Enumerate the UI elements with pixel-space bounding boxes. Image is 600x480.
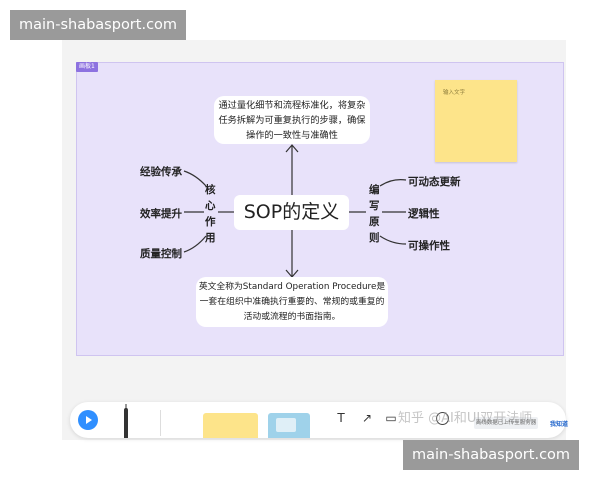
text-tool-icon[interactable]: T bbox=[337, 411, 345, 425]
central-topic[interactable]: SOP的定义 bbox=[234, 195, 349, 230]
left-branch-char: 用 bbox=[205, 232, 216, 244]
image-tool-icon[interactable] bbox=[268, 413, 310, 438]
site-watermark-top: main-shabasport.com bbox=[10, 10, 187, 40]
left-branch-char: 作 bbox=[205, 216, 216, 228]
right-branch-char: 编 bbox=[369, 184, 380, 196]
left-branch-char: 心 bbox=[205, 200, 216, 212]
pen-tool-icon[interactable] bbox=[124, 408, 128, 438]
right-item-logical[interactable]: 逻辑性 bbox=[408, 208, 440, 220]
sticky-note[interactable]: 输入文字 bbox=[435, 80, 517, 162]
toolbar-divider bbox=[160, 410, 161, 436]
right-branch-char: 写 bbox=[369, 200, 380, 212]
left-branch-char: 核 bbox=[205, 184, 216, 196]
left-item-quality[interactable]: 质量控制 bbox=[140, 248, 182, 260]
artboard-tag[interactable]: 画板1 bbox=[76, 62, 98, 72]
emoji-icon[interactable] bbox=[436, 412, 449, 425]
definition-full-name-bubble[interactable]: 英文全称为Standard Operation Procedure是一套在组织中… bbox=[196, 277, 388, 327]
right-item-operable[interactable]: 可操作性 bbox=[408, 240, 450, 252]
sticky-placeholder: 输入文字 bbox=[443, 90, 466, 96]
acknowledge-link[interactable]: 我知道 bbox=[550, 421, 569, 428]
upload-status: 离线数据已上传至服务器 bbox=[474, 417, 538, 429]
play-icon[interactable] bbox=[78, 410, 98, 430]
comment-tool-icon[interactable]: ▭ bbox=[385, 411, 397, 425]
sticky-note-tool[interactable] bbox=[203, 413, 258, 438]
left-item-experience[interactable]: 经验传承 bbox=[140, 166, 182, 178]
arrow-tool-icon[interactable]: ↗ bbox=[361, 411, 373, 425]
pen-tip bbox=[125, 404, 127, 410]
definition-purpose-bubble[interactable]: 通过量化细节和流程标准化，将复杂任务拆解为可重复执行的步骤，确保操作的一致性与准… bbox=[214, 96, 370, 144]
site-watermark-bottom: main-shabasport.com bbox=[403, 440, 580, 470]
zhihu-watermark: 知乎 @AI和UI双开法师 bbox=[398, 411, 533, 426]
right-item-updatable[interactable]: 可动态更新 bbox=[408, 176, 461, 188]
right-branch-char: 原 bbox=[369, 216, 380, 228]
right-branch-char: 则 bbox=[369, 232, 380, 244]
left-item-efficiency[interactable]: 效率提升 bbox=[140, 208, 182, 220]
